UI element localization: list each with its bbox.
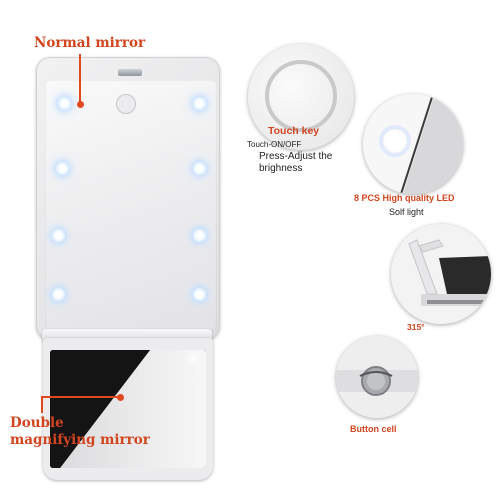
- led-light-icon: [52, 288, 65, 301]
- magnifier-pointer-vertical: [41, 396, 43, 413]
- led-light-icon: [193, 162, 206, 175]
- press-adjust-line1: Press-Adjust the: [259, 151, 333, 162]
- led-subtitle: Solf light: [389, 207, 424, 217]
- led-light-icon: [193, 97, 206, 110]
- magnifying-mirror-glass: [50, 350, 206, 468]
- folding-angle-detail: [391, 224, 491, 324]
- button-cell-label: Button cell: [350, 424, 397, 434]
- touch-key-title: Touch key: [268, 125, 320, 137]
- led-light-icon: [193, 229, 206, 242]
- pointer-arrow-icon: [76, 101, 84, 108]
- led-light-icon: [56, 162, 69, 175]
- double-magnifying-label: Double magnifying mirror: [10, 415, 150, 449]
- press-adjust-text: Press-Adjust the brighness: [259, 151, 332, 175]
- normal-mirror-pointer: [79, 54, 81, 104]
- led-light-icon: [193, 288, 206, 301]
- touch-key-icon: [116, 94, 136, 114]
- touch-ring-icon: [265, 60, 337, 132]
- touch-on-off-text: Touch-ON/OFF: [247, 140, 302, 149]
- mirror-clasp: [118, 69, 142, 76]
- normal-mirror-glass: [45, 80, 217, 330]
- double-label-line2: magnifying mirror: [10, 432, 150, 448]
- folding-angle-label: 315°: [407, 322, 425, 332]
- led-title: 8 PCS High quality LED: [354, 193, 455, 203]
- led-light-icon: [58, 97, 71, 110]
- magnifier-pointer-horizontal: [41, 396, 120, 398]
- double-label-line1: Double: [10, 415, 64, 431]
- press-adjust-line2: brighness: [259, 163, 303, 174]
- led-light-icon: [52, 229, 65, 242]
- button-cell-detail: [336, 336, 418, 418]
- normal-mirror-label: Normal mirror: [34, 35, 146, 51]
- led-detail: [363, 94, 463, 194]
- pointer-arrow-icon: [117, 393, 124, 401]
